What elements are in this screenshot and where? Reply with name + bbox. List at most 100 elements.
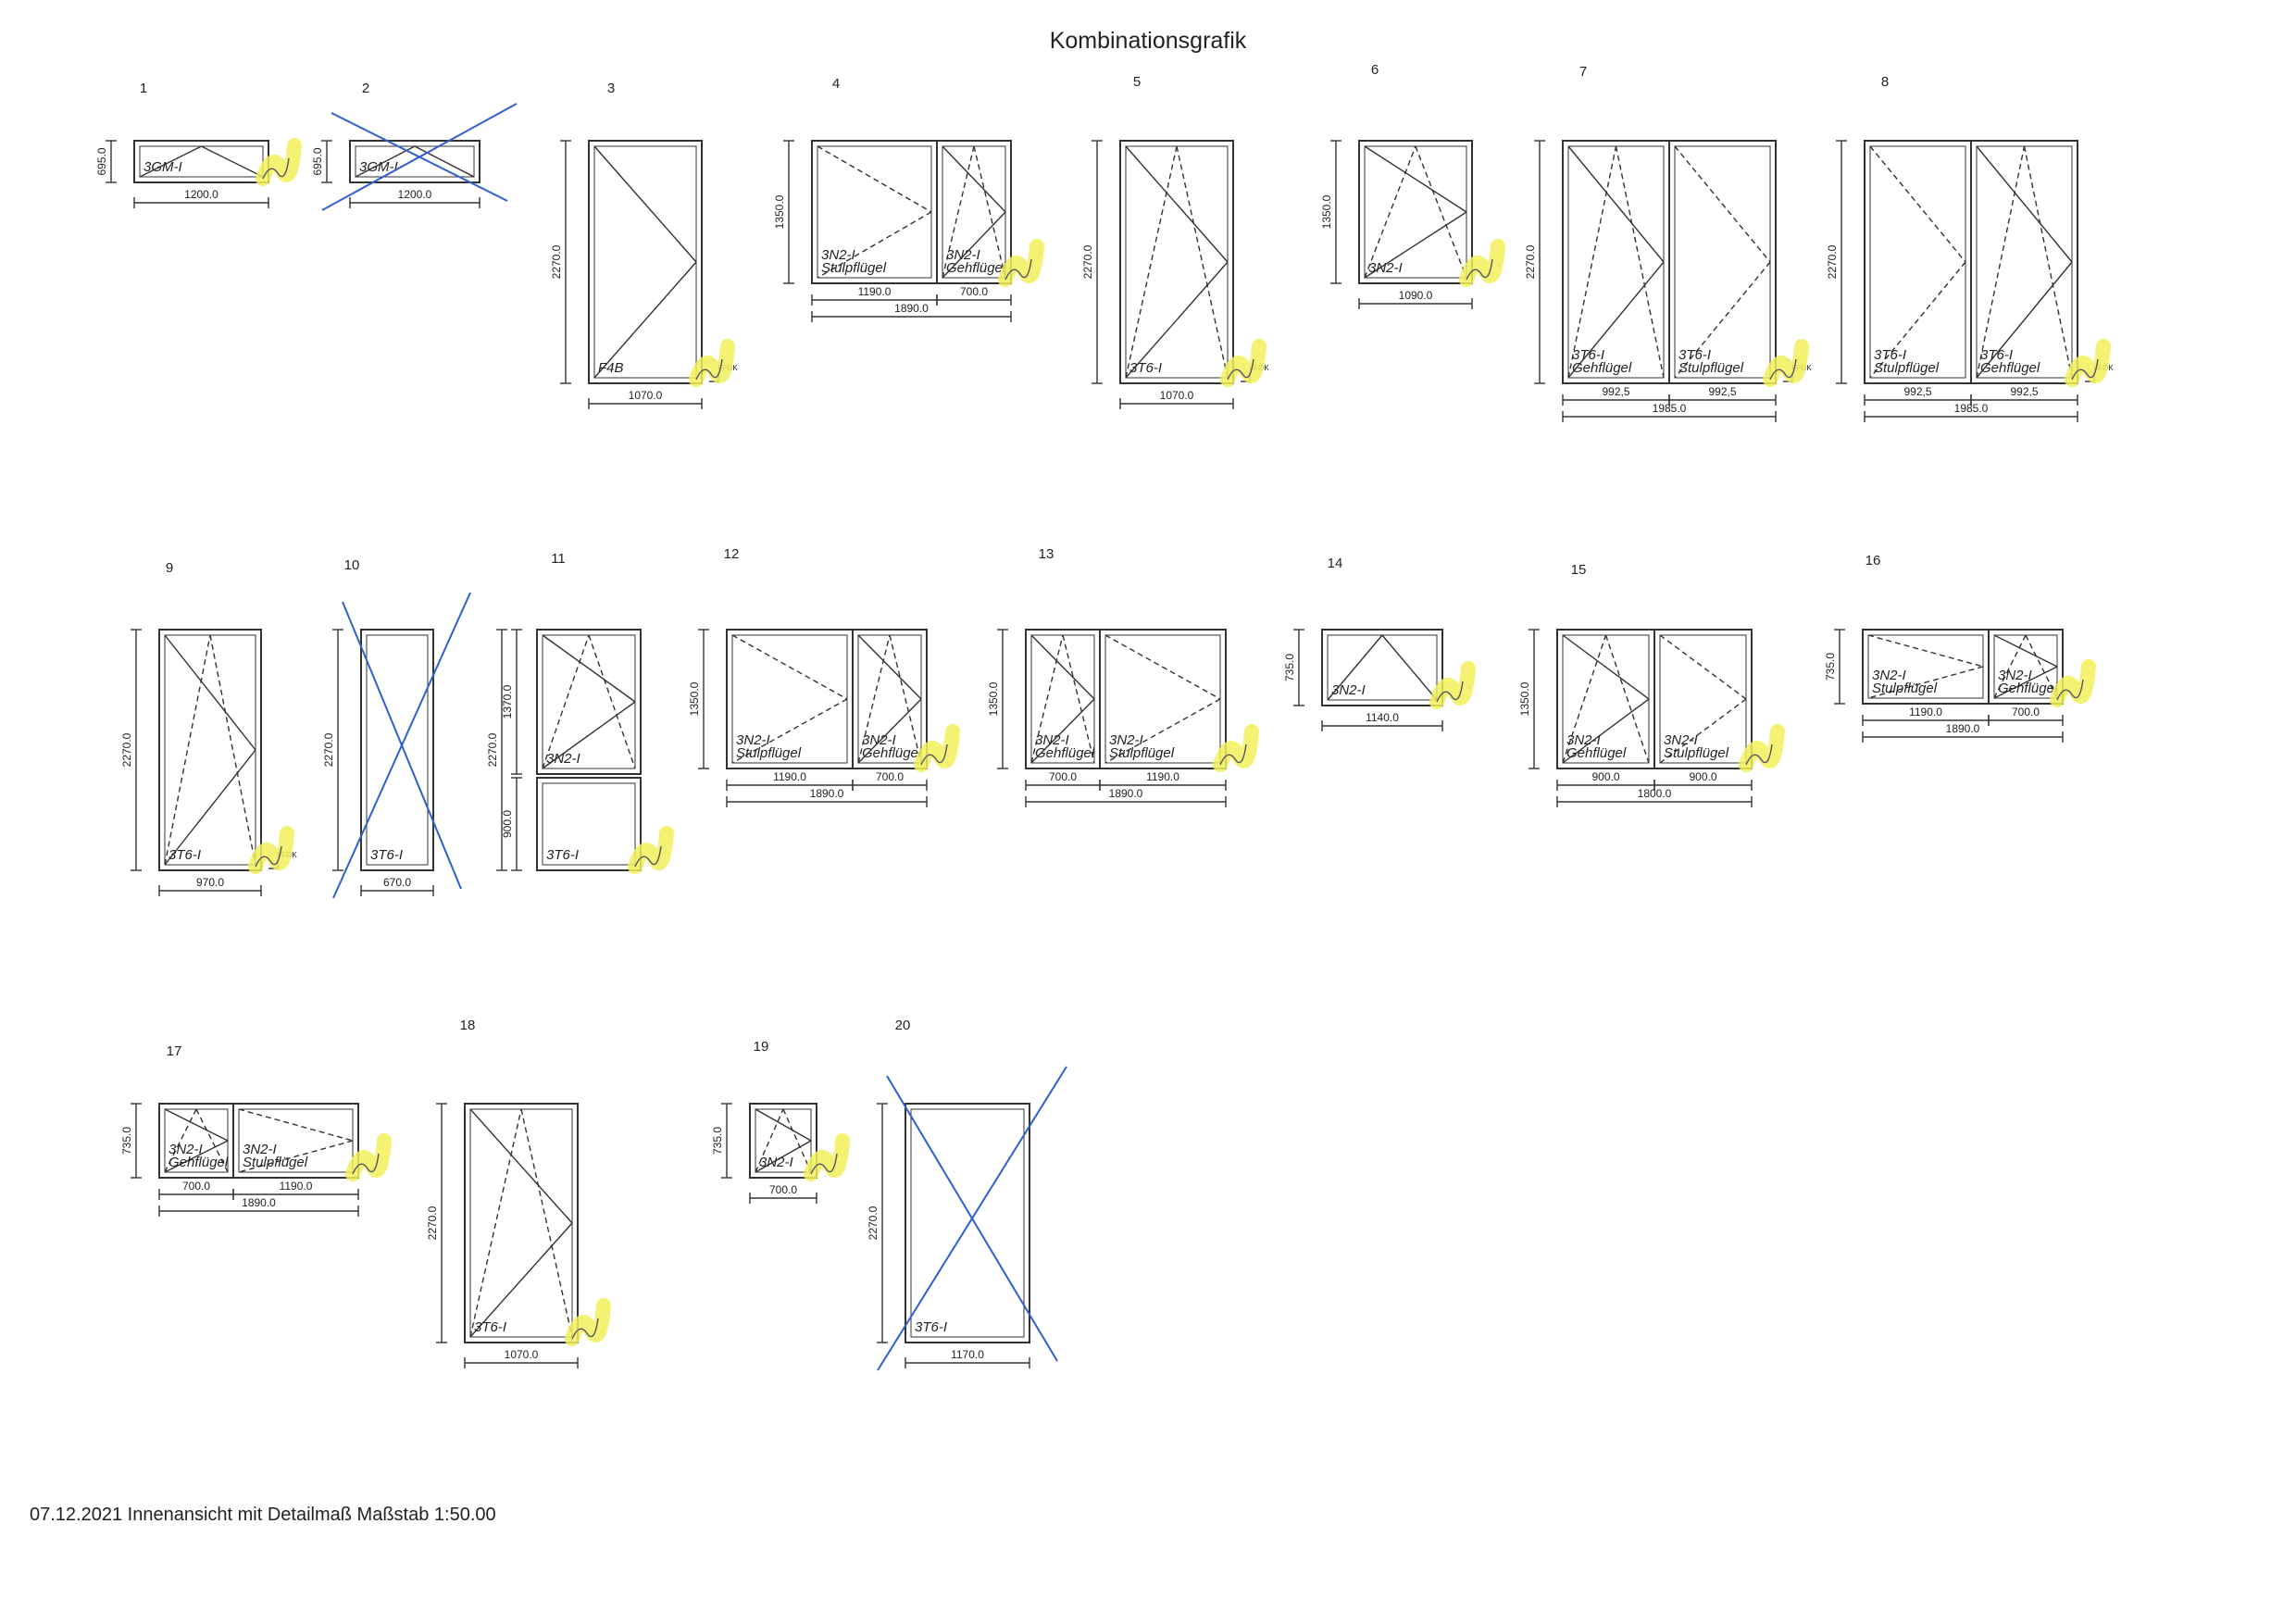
- check-mark: [255, 845, 282, 868]
- window-pane: 3GM-I: [133, 140, 269, 183]
- pane-glass: [593, 145, 697, 379]
- part-width-dimension: 992,5: [1970, 385, 2078, 406]
- pane-sublabel: Stulpflügel: [1664, 745, 1729, 761]
- pane-frame: [1988, 629, 2064, 705]
- dimension-label: 992,5: [1708, 385, 1736, 398]
- pane-label: 3T6-I: [168, 847, 201, 863]
- pane-glass: [164, 634, 256, 866]
- highlighter-mark: [256, 138, 302, 186]
- dimension-label: 1190.0: [858, 285, 892, 298]
- window-pane: 3N2-I: [1321, 629, 1443, 706]
- pane-sublabel: Stulpflügel: [1874, 360, 1940, 376]
- width-dimension: 1090.0: [1358, 289, 1473, 309]
- dimension-label: 1070.0: [629, 389, 663, 402]
- pane-label: 3T6-I: [370, 847, 403, 863]
- item-number: 7: [1579, 64, 1587, 80]
- highlighter-mark: [1763, 339, 1809, 387]
- window-pane: F4B: [588, 140, 703, 384]
- pane-frame: [536, 777, 642, 871]
- pane-label: 3N2-I: [243, 1142, 277, 1157]
- pane-glass: [542, 634, 636, 769]
- highlighter-mark: [2050, 659, 2096, 707]
- pane-frame: [1321, 629, 1443, 706]
- dimension-label: 2270.0: [1826, 244, 1839, 279]
- item-number: 15: [1571, 562, 1587, 578]
- pane-frame: [1668, 140, 1777, 384]
- pane-frame: [158, 629, 262, 871]
- pane-glass: [1364, 145, 1467, 279]
- part-width-dimension: 1190.0: [811, 285, 938, 306]
- dimension-label: 1890.0: [1946, 722, 1980, 735]
- dimension-label: 1890.0: [810, 787, 844, 800]
- pane-label: 3N2-I: [1872, 668, 1906, 683]
- pane-label: 3T6-I: [1980, 347, 2013, 363]
- dimension-label: 1200.0: [184, 188, 218, 201]
- highlighter-mark: [345, 1133, 392, 1181]
- pane-frame: [852, 629, 928, 769]
- dimension-label: 2270.0: [867, 1206, 880, 1240]
- height-dimension: 2270.0: [1826, 140, 1847, 384]
- highlighter-mark: [1739, 724, 1785, 772]
- item-number: 12: [724, 546, 740, 562]
- pane-sublabel: Gehflügel: [946, 260, 1006, 276]
- dimension-label: 1190.0: [280, 1180, 313, 1193]
- pane-frame: [1653, 629, 1753, 769]
- pane-sublabel: Stulpflügel: [1109, 745, 1175, 761]
- pane-frame: [536, 629, 642, 775]
- pane-frame: [1970, 140, 2078, 384]
- item-number: 5: [1133, 74, 1141, 90]
- highlighter-mark: [1459, 239, 1505, 287]
- dimension-label: 735.0: [1824, 653, 1837, 681]
- pane-glass: [366, 634, 429, 866]
- pane-frame: [936, 140, 1012, 284]
- total-width-dimension: 1890.0: [811, 302, 1012, 322]
- pane-glass: [1976, 145, 2073, 379]
- dimension-label: 2270.0: [120, 732, 133, 767]
- upper-height-dimension: 1370.0: [501, 629, 522, 775]
- dimension-label: 1800.0: [1638, 787, 1672, 800]
- dimension-label: 700.0: [769, 1183, 797, 1196]
- dimension-label: 735.0: [711, 1127, 724, 1155]
- height-dimension: 1350.0: [987, 629, 1008, 769]
- dimension-label: 900.0: [1591, 770, 1619, 783]
- dimension-label: 2270.0: [486, 732, 499, 767]
- pane-label: 3T6-I: [1572, 347, 1604, 363]
- pane-sublabel: Stulpflügel: [736, 745, 802, 761]
- height-dimension: 2270.0: [426, 1103, 447, 1343]
- dimension-label: 695.0: [95, 147, 108, 175]
- check-mark: [810, 1153, 838, 1175]
- item-number: 6: [1371, 62, 1379, 78]
- dimension-label: 1190.0: [1146, 770, 1179, 783]
- pane-glass: [1567, 145, 1665, 379]
- total-width-dimension: 1800.0: [1556, 787, 1753, 807]
- check-mark: [1436, 681, 1464, 703]
- item-number: 18: [460, 1018, 476, 1033]
- highlighter-mark: [804, 1133, 850, 1181]
- pane-label: 3N2-I: [168, 1142, 203, 1157]
- item-number: 19: [754, 1039, 769, 1055]
- height-dimension: 2270.0: [550, 140, 571, 384]
- dimension-label: 670.0: [383, 876, 411, 889]
- dimension-label: 1350.0: [688, 681, 701, 716]
- part-width-dimension: 700.0: [158, 1180, 234, 1200]
- window-pane: 3T6-I: [360, 629, 434, 871]
- pane-label: 3N2-I: [1331, 682, 1366, 698]
- dimension-label: 1350.0: [1518, 681, 1531, 716]
- pane-frame: [360, 629, 434, 871]
- height-dimension: 2270.0: [322, 629, 343, 871]
- dimension-label: 1350.0: [987, 681, 1000, 716]
- total-width-dimension: 1985.0: [1864, 402, 2078, 422]
- width-dimension: 1070.0: [464, 1348, 579, 1368]
- pane-glass: [1674, 145, 1771, 379]
- window-pane: 3T6-I: [464, 1103, 579, 1343]
